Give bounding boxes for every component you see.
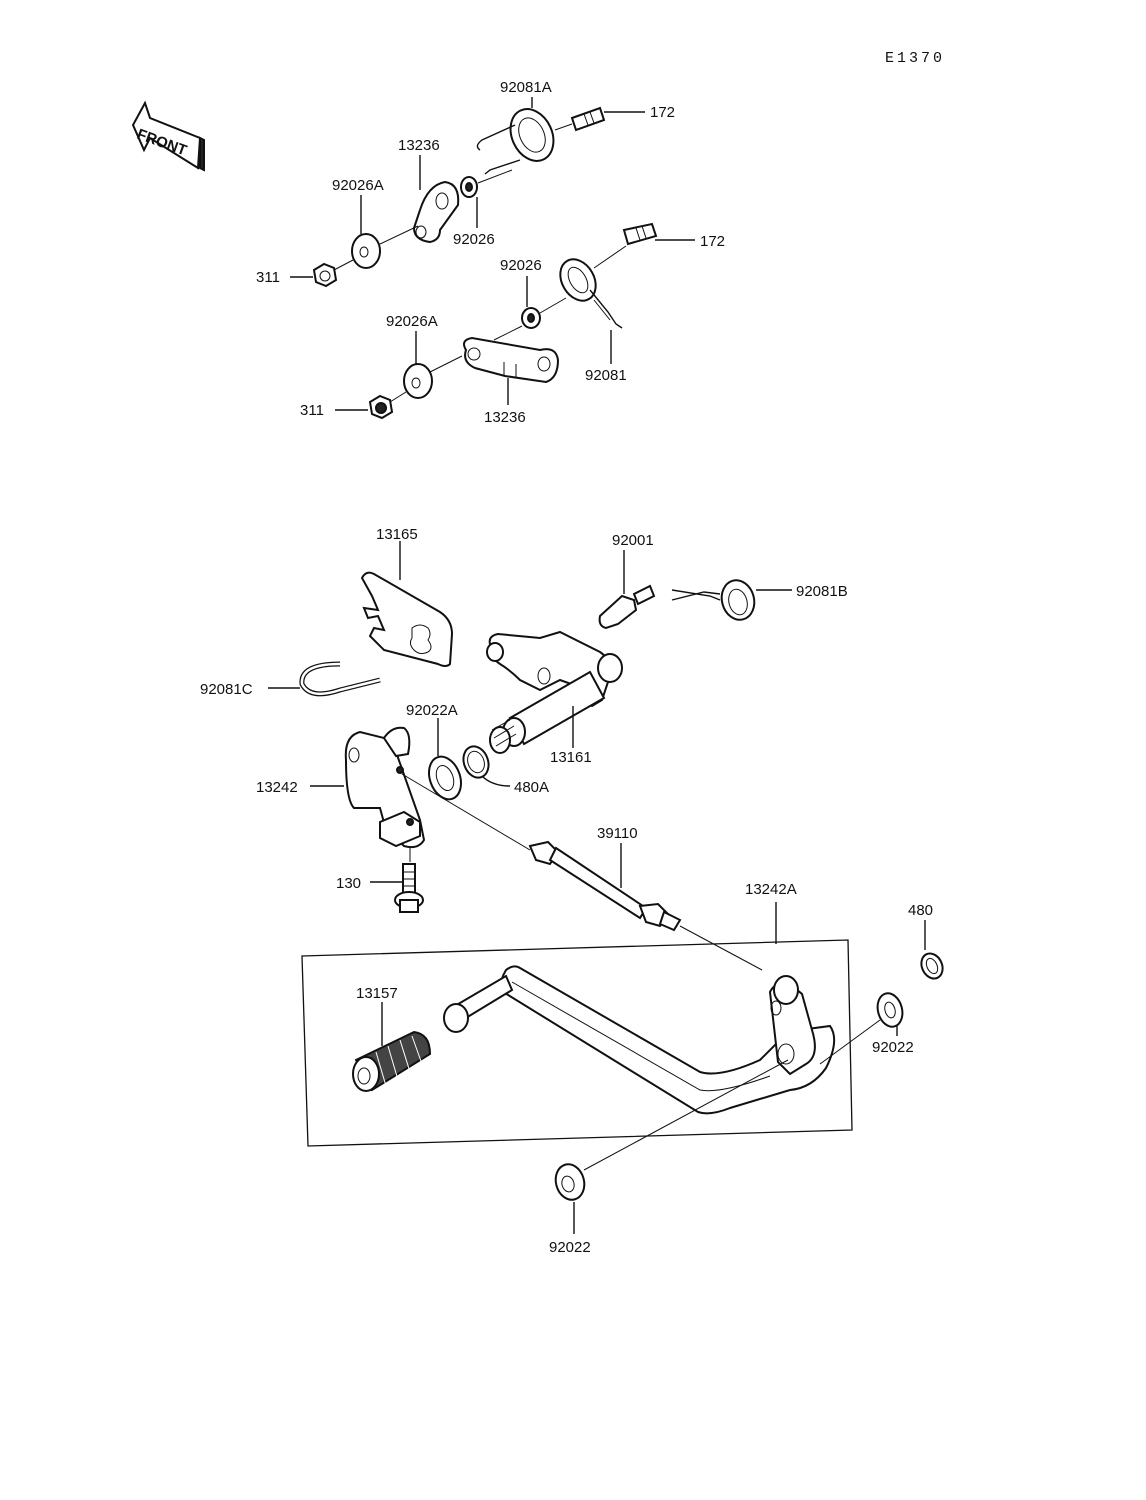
callout-172-b: 172 (700, 233, 725, 250)
callout-92081B: 92081B (796, 583, 848, 600)
part-480A-circlip (462, 745, 490, 779)
callout-13242: 13242 (256, 779, 298, 796)
callout-92022-a: 92022 (872, 1039, 914, 1056)
part-92022-washer-b (554, 1163, 586, 1201)
callout-13157: 13157 (356, 985, 398, 1002)
part-13236-lever-b (463, 336, 560, 384)
part-92081-spring (559, 258, 623, 329)
part-92081A-spring (476, 108, 555, 175)
callout-130: 130 (336, 875, 361, 892)
part-92026A-washer-a (351, 233, 381, 269)
callout-13242A: 13242A (745, 881, 797, 898)
part-92022A-washer (428, 755, 462, 801)
part-13236-lever-a (412, 180, 460, 244)
callout-92022-b: 92022 (549, 1239, 591, 1256)
callout-311-b: 311 (300, 402, 324, 419)
callout-480A: 480A (514, 779, 549, 796)
callout-172-a: 172 (650, 104, 675, 121)
callout-39110: 39110 (597, 825, 638, 842)
callout-13161: 13161 (550, 749, 592, 766)
part-172-stud-a (570, 106, 606, 132)
part-92081C-clip (299, 661, 381, 697)
part-92022-washer-a (876, 992, 904, 1028)
part-92081B-spring (671, 579, 756, 621)
diagram-code: E1370 (885, 50, 945, 67)
part-92001-bolt (598, 584, 656, 630)
callout-480: 480 (908, 902, 933, 919)
part-311-nut-a (312, 262, 338, 288)
part-13161-shaft (486, 630, 623, 754)
callout-92026-a: 92026 (453, 231, 495, 248)
callout-13165: 13165 (376, 526, 418, 543)
part-311-nut-b (368, 394, 394, 420)
callout-92026-b: 92026 (500, 257, 542, 274)
callout-92001: 92001 (612, 532, 654, 549)
part-92026-washer-a (460, 176, 478, 198)
callout-13236-b: 13236 (484, 409, 526, 426)
callout-92026A-b: 92026A (386, 313, 438, 330)
part-13242-lever (344, 726, 426, 849)
callout-13236-a: 13236 (398, 137, 440, 154)
callout-92026A-a: 92026A (332, 177, 384, 194)
callout-92081A: 92081A (500, 79, 552, 96)
part-92026A-washer-b (403, 363, 433, 399)
part-92026-washer-b (521, 307, 541, 329)
callout-311-a: 311 (256, 269, 280, 286)
part-13157-rubber (352, 1030, 432, 1092)
part-172-stud-b (622, 222, 658, 246)
part-13242A-pedal (443, 965, 836, 1115)
callout-92081C: 92081C (200, 681, 253, 698)
part-130-bolt (394, 863, 424, 913)
part-13165-plate (360, 571, 454, 667)
callout-92022A: 92022A (406, 702, 458, 719)
part-39110-rod (401, 773, 763, 971)
part-480-circlip (920, 952, 944, 980)
callout-92081: 92081 (585, 367, 627, 384)
front-arrow-icon: FRONT (131, 100, 205, 172)
